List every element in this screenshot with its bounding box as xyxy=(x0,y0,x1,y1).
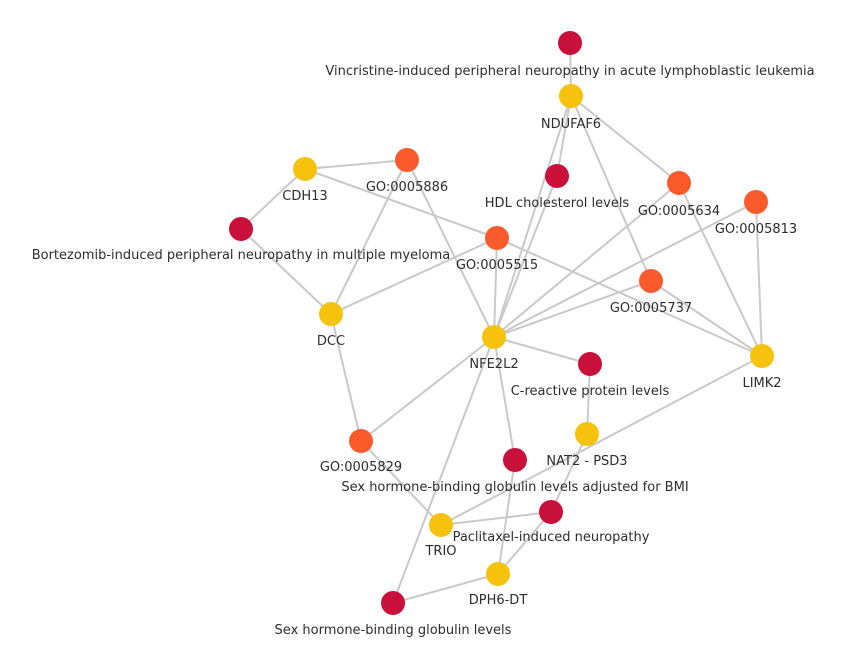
node-shbg_bmi[interactable]: Sex hormone-binding globulin levels adju… xyxy=(341,448,689,495)
node-circle-dcc[interactable] xyxy=(319,302,343,326)
node-go5813[interactable]: GO:0005813 xyxy=(715,190,797,237)
edge-cdh13-bortezomib xyxy=(240,168,306,230)
edge-go5515-limk2 xyxy=(496,237,763,357)
edges-layer xyxy=(240,42,763,604)
node-nat2[interactable]: NAT2 - PSD3 xyxy=(546,422,628,469)
edge-trio-paclitaxel xyxy=(440,511,552,526)
node-circle-go5886[interactable] xyxy=(395,148,419,172)
node-circle-go5813[interactable] xyxy=(744,190,768,214)
node-circle-go5515[interactable] xyxy=(485,226,509,250)
node-cdh13[interactable]: CDH13 xyxy=(282,157,328,204)
node-shbg[interactable]: Sex hormone-binding globulin levels xyxy=(275,591,512,638)
node-circle-bortezomib[interactable] xyxy=(229,217,253,241)
node-circle-paclitaxel[interactable] xyxy=(539,500,563,524)
edge-go5813-limk2 xyxy=(755,201,763,357)
edge-nfe2l2-shbg_bmi xyxy=(493,336,516,461)
node-circle-ndufaf6[interactable] xyxy=(559,84,583,108)
node-circle-go5829[interactable] xyxy=(349,429,373,453)
node-label-paclitaxel: Paclitaxel-induced neuropathy xyxy=(453,530,650,545)
node-bortezomib[interactable]: Bortezomib-induced peripheral neuropathy… xyxy=(32,217,451,263)
edge-shbg_bmi-dph6 xyxy=(497,459,516,575)
node-label-go5829: GO:0005829 xyxy=(320,460,402,475)
edge-nat2-paclitaxel xyxy=(550,433,588,513)
node-label-go5634: GO:0005634 xyxy=(638,204,720,219)
edge-go5813-nfe2l2 xyxy=(493,201,757,338)
node-dph6[interactable]: DPH6-DT xyxy=(469,562,528,608)
edge-go5634-nfe2l2 xyxy=(493,182,680,338)
node-go5634[interactable]: GO:0005634 xyxy=(638,171,720,219)
node-label-nat2: NAT2 - PSD3 xyxy=(546,454,627,469)
node-label-vincristine: Vincristine-induced peripheral neuropath… xyxy=(325,64,814,79)
node-label-shbg_bmi: Sex hormone-binding globulin levels adju… xyxy=(341,480,688,495)
edge-cdh13-go5515 xyxy=(304,168,498,239)
edge-hdl-nfe2l2 xyxy=(493,175,558,338)
node-go5515[interactable]: GO:0005515 xyxy=(456,226,538,273)
edge-cdh13-go5886 xyxy=(304,159,408,170)
node-label-go5737: GO:0005737 xyxy=(610,301,692,316)
node-circle-limk2[interactable] xyxy=(750,344,774,368)
node-circle-crp[interactable] xyxy=(578,352,602,376)
edge-ndufaf6-go5737 xyxy=(570,95,652,282)
edge-ndufaf6-go5634 xyxy=(570,95,680,184)
edge-nfe2l2-shbg xyxy=(392,336,495,604)
edge-go5634-limk2 xyxy=(678,182,763,357)
edge-go5737-limk2 xyxy=(650,280,763,357)
node-label-dcc: DCC xyxy=(317,334,345,349)
node-limk2[interactable]: LIMK2 xyxy=(742,344,782,391)
edge-paclitaxel-dph6 xyxy=(497,511,552,575)
node-label-go5813: GO:0005813 xyxy=(715,222,797,237)
edge-go5829-trio xyxy=(360,440,442,526)
node-circle-nat2[interactable] xyxy=(575,422,599,446)
edge-nfe2l2-go5829 xyxy=(360,336,495,442)
node-label-shbg: Sex hormone-binding globulin levels xyxy=(275,623,512,638)
edge-bortezomib-dcc xyxy=(240,228,332,315)
node-label-crp: C-reactive protein levels xyxy=(511,384,670,399)
node-go5829[interactable]: GO:0005829 xyxy=(320,429,402,475)
node-vincristine[interactable]: Vincristine-induced peripheral neuropath… xyxy=(325,31,815,79)
node-label-dph6: DPH6-DT xyxy=(469,593,528,608)
edge-ndufaf6-nfe2l2 xyxy=(493,95,572,338)
node-crp[interactable]: C-reactive protein levels xyxy=(511,352,670,399)
edge-dcc-go5829 xyxy=(330,313,362,442)
node-circle-shbg_bmi[interactable] xyxy=(503,448,527,472)
edge-nfe2l2-crp xyxy=(493,336,591,365)
node-circle-hdl[interactable] xyxy=(545,164,569,188)
edge-dph6-shbg xyxy=(392,573,499,604)
edge-go5886-dcc xyxy=(330,159,408,315)
node-label-nfe2l2: NFE2L2 xyxy=(469,357,518,372)
node-circle-go5634[interactable] xyxy=(667,171,691,195)
edge-ndufaf6-hdl xyxy=(556,95,572,177)
node-circle-vincristine[interactable] xyxy=(558,31,582,55)
nodes-layer: Vincristine-induced peripheral neuropath… xyxy=(32,31,815,638)
node-label-cdh13: CDH13 xyxy=(282,189,327,204)
node-circle-nfe2l2[interactable] xyxy=(482,325,506,349)
node-dcc[interactable]: DCC xyxy=(317,302,345,349)
node-ndufaf6[interactable]: NDUFAF6 xyxy=(541,84,601,132)
node-label-go5515: GO:0005515 xyxy=(456,258,538,273)
node-trio[interactable]: TRIO xyxy=(424,513,457,559)
edge-go5515-dcc xyxy=(330,237,498,315)
node-hdl[interactable]: HDL cholesterol levels xyxy=(485,164,630,211)
edge-go5515-nfe2l2 xyxy=(493,237,498,338)
node-circle-go5737[interactable] xyxy=(639,269,663,293)
node-circle-dph6[interactable] xyxy=(486,562,510,586)
node-label-go5886: GO:0005886 xyxy=(366,180,448,195)
node-paclitaxel[interactable]: Paclitaxel-induced neuropathy xyxy=(453,500,650,545)
node-go5886[interactable]: GO:0005886 xyxy=(366,148,448,195)
node-circle-shbg[interactable] xyxy=(381,591,405,615)
node-label-ndufaf6: NDUFAF6 xyxy=(541,117,601,132)
edge-go5737-nfe2l2 xyxy=(493,280,652,338)
node-nfe2l2[interactable]: NFE2L2 xyxy=(469,325,519,372)
node-label-hdl: HDL cholesterol levels xyxy=(485,196,630,211)
edge-go5886-nfe2l2 xyxy=(406,159,495,338)
node-label-trio: TRIO xyxy=(424,544,456,559)
edge-limk2-trio xyxy=(440,355,763,526)
node-label-limk2: LIMK2 xyxy=(742,376,781,391)
node-circle-trio[interactable] xyxy=(429,513,453,537)
node-circle-cdh13[interactable] xyxy=(293,157,317,181)
node-go5737[interactable]: GO:0005737 xyxy=(610,269,692,316)
node-label-bortezomib: Bortezomib-induced peripheral neuropathy… xyxy=(32,248,451,263)
